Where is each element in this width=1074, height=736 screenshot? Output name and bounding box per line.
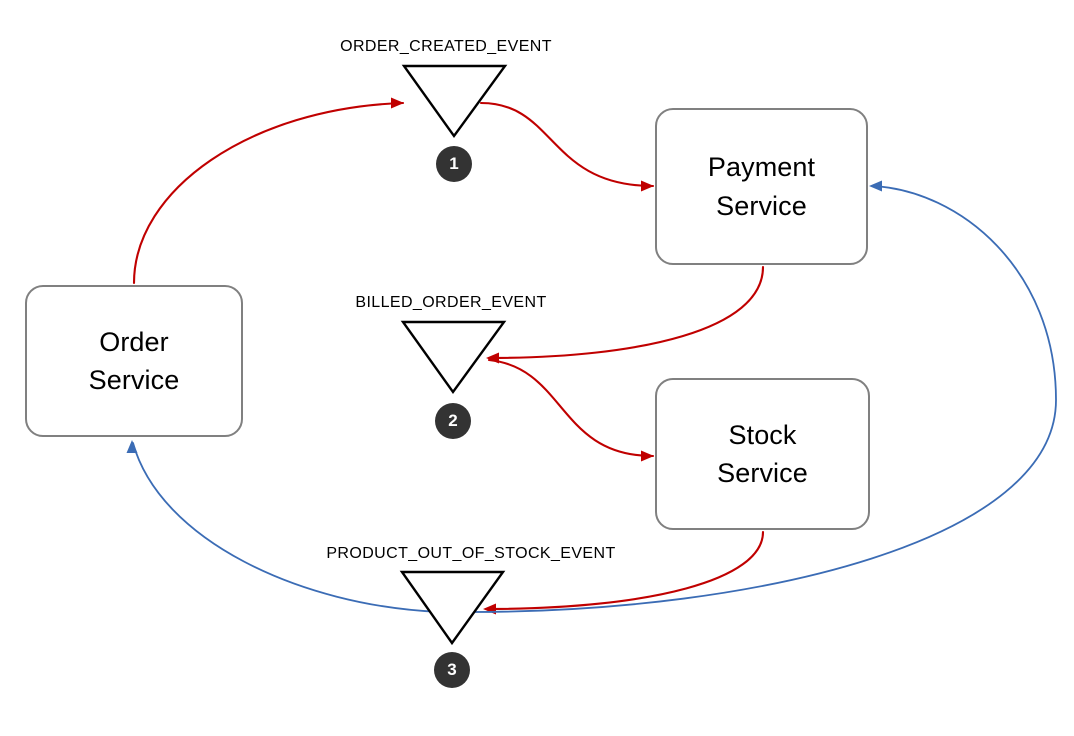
- step-badge-2[interactable]: 2: [435, 403, 471, 439]
- service-box-payment-service[interactable]: Payment Service: [655, 108, 868, 265]
- event-label-order-created-event: ORDER_CREATED_EVENT: [340, 38, 552, 55]
- step-badge-3[interactable]: 3: [434, 652, 470, 688]
- topic-shape-billed-order-event[interactable]: [400, 320, 507, 395]
- service-label-line2: Service: [717, 458, 808, 488]
- arrowhead-order-created-to-payment: [641, 180, 654, 192]
- flow-line-billed-order-to-stock: [487, 358, 655, 458]
- flow-line-order-to-order-created: [132, 101, 405, 285]
- event-label-billed-order-event: BILLED_ORDER_EVENT: [355, 294, 547, 311]
- topic-shape-product-out-of-stock-event[interactable]: [399, 570, 506, 646]
- service-box-stock-service[interactable]: Stock Service: [655, 378, 870, 530]
- topic-triangle-billed-order-event[interactable]: [403, 322, 504, 392]
- flow-line-order-created-to-payment: [479, 101, 655, 188]
- flow-line-product-out-of-stock-to-payment: [469, 185, 1057, 613]
- service-label-line1: Order: [99, 326, 169, 357]
- flow-billed-order-to-stock: [487, 358, 655, 462]
- flow-line-stock-to-product-out-of-stock: [484, 530, 765, 611]
- topic-triangle-order-created-event[interactable]: [404, 66, 505, 136]
- flow-product-out-of-stock-to-payment: [469, 180, 1057, 613]
- service-label-line2: Service: [716, 190, 807, 221]
- arrowhead-order-to-order-created: [391, 97, 404, 109]
- arrowhead-product-out-of-stock-to-payment: [869, 180, 882, 192]
- service-box-order-service[interactable]: Order Service: [25, 285, 243, 437]
- arrowhead-billed-order-to-stock: [641, 450, 654, 462]
- arrowhead-product-out-of-stock-to-order: [126, 440, 138, 453]
- service-label-line1: Payment: [707, 152, 816, 183]
- flow-product-out-of-stock-to-order: [126, 440, 441, 613]
- flow-line-product-out-of-stock-to-order: [132, 442, 441, 613]
- service-label-line1: Stock: [728, 419, 797, 450]
- flow-payment-to-billed-order: [486, 265, 765, 364]
- flow-line-payment-to-billed-order: [487, 265, 765, 360]
- flow-order-created-to-payment: [479, 101, 655, 192]
- event-label-product-out-of-stock-event: PRODUCT_OUT_OF_STOCK_EVENT: [326, 545, 616, 562]
- topic-shape-order-created-event[interactable]: [401, 64, 508, 139]
- flow-order-to-order-created: [132, 97, 405, 285]
- step-badge-1[interactable]: 1: [436, 146, 472, 182]
- service-label-line2: Service: [88, 365, 180, 395]
- topic-triangle-product-out-of-stock-event[interactable]: [402, 572, 503, 643]
